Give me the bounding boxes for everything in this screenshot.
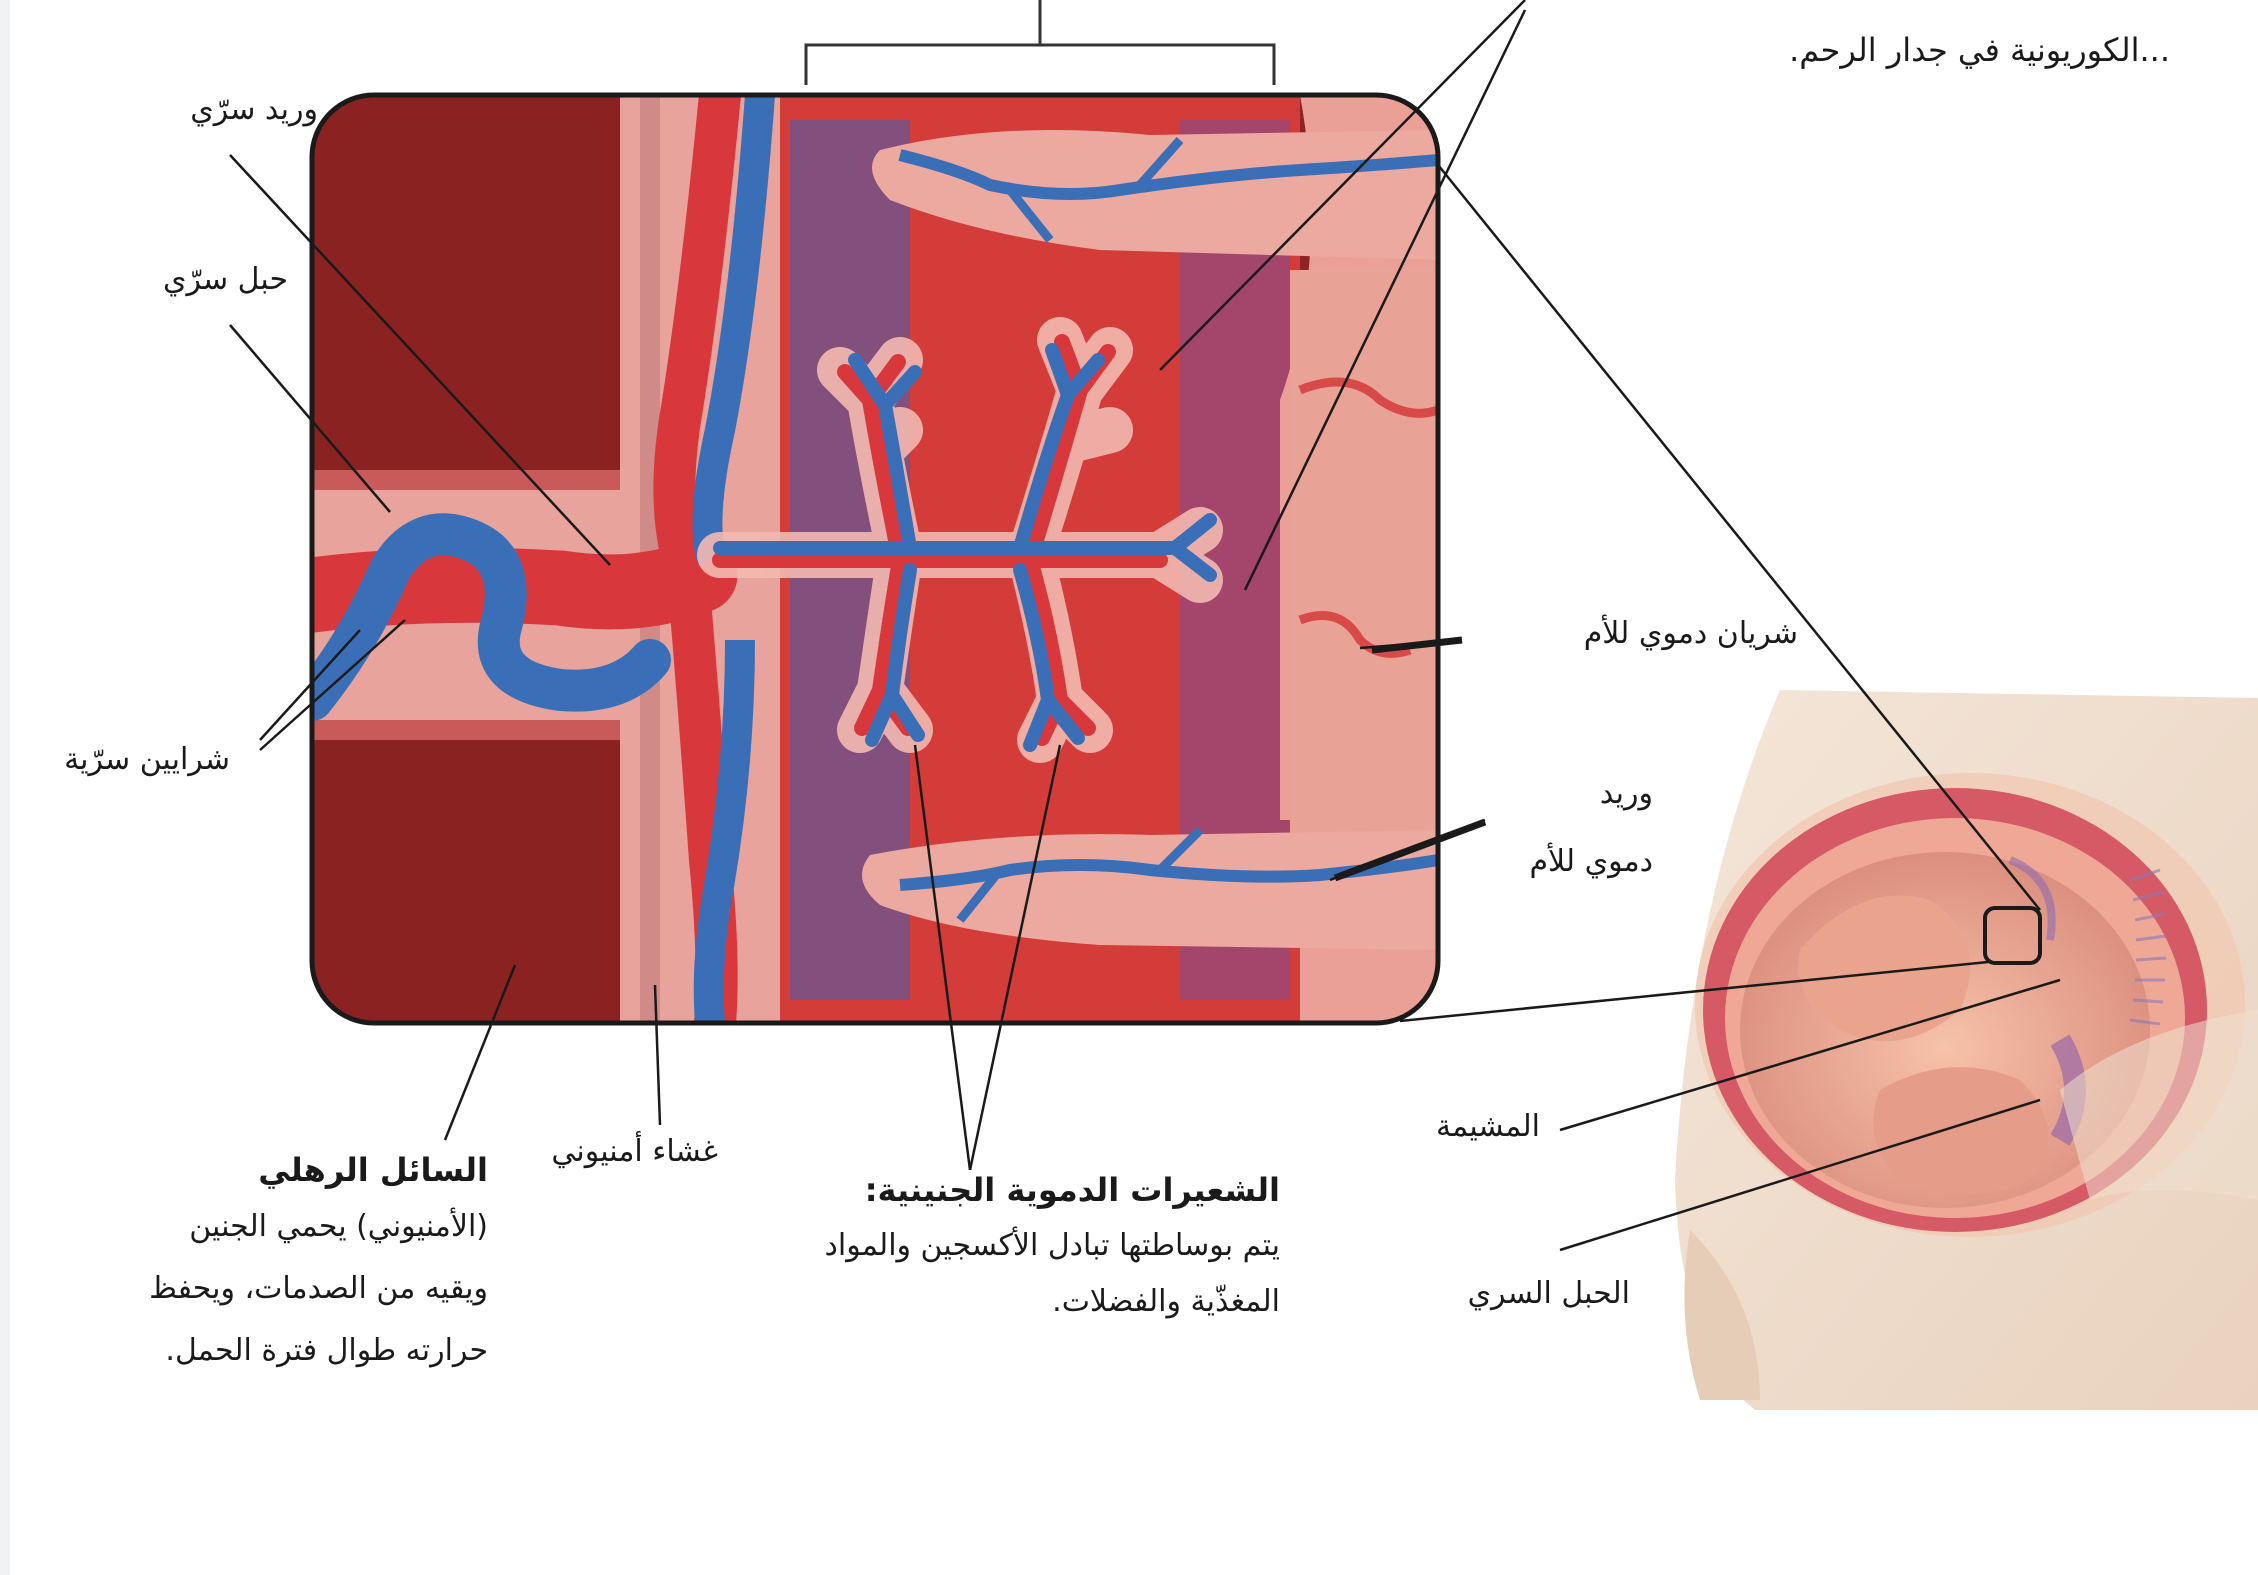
top-bracket — [806, 0, 1274, 85]
detail-panel — [312, 95, 1440, 1023]
label-placenta: المشيمة — [1436, 1105, 1540, 1149]
label-umbilical-vein: وريد سرّي — [190, 88, 318, 132]
label-amniotic-fluid-body: (الأمنيوني) يحمي الجنين ويقيه من الصدمات… — [148, 1196, 488, 1382]
belly-illustration — [1675, 690, 2258, 1410]
label-maternal-artery: شريان دموي للأم — [1584, 612, 1798, 656]
label-umbilical-arteries: شرايين سرّية — [64, 738, 230, 782]
label-umbilical-cord-detail: حبل سرّي — [163, 258, 288, 302]
label-capillaries-title: الشعيرات الدموية الجنينية: — [865, 1168, 1280, 1212]
label-maternal-vein-line2: دموي للأم — [1529, 840, 1653, 884]
label-amniotic-fluid-title: السائل الرهلي — [258, 1148, 488, 1192]
label-chorionic-wall-caption: ...الكوريونية في جدار الرحم. — [1789, 28, 2170, 72]
label-umbilical-cord: الحبل السري — [1468, 1272, 1630, 1316]
label-amniotic-membrane: غشاء أمنيوني — [551, 1130, 718, 1174]
label-maternal-vein-line1: وريد — [1600, 772, 1653, 816]
label-capillaries-body: يتم بوساطتها تبادل الأكسجين والمواد المغ… — [740, 1218, 1280, 1330]
